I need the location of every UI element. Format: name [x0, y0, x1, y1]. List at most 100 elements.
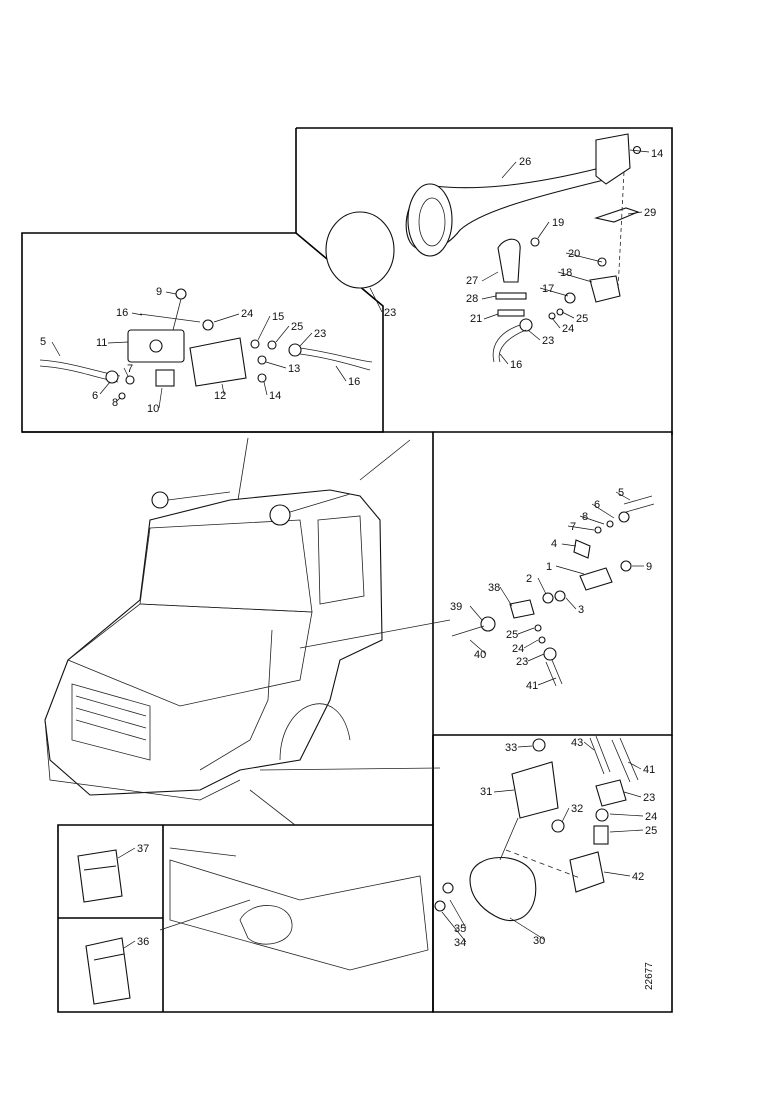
callout-label: 33	[505, 742, 517, 754]
connector-38	[509, 599, 535, 619]
sleeve-25	[593, 825, 609, 845]
callout-label: 27	[466, 275, 478, 287]
frame-rail	[169, 859, 429, 971]
callout-label: 25	[291, 321, 303, 333]
connector-42	[569, 851, 605, 893]
callout-label: 25	[506, 629, 518, 641]
callout-label: 35	[454, 923, 466, 935]
leader-line	[115, 397, 121, 403]
bolt-9	[175, 288, 187, 300]
callout-label: 40	[474, 649, 486, 661]
leader-line	[158, 387, 163, 409]
callout-label: 24	[512, 643, 524, 655]
plug-39	[480, 616, 496, 632]
nut-21	[497, 309, 525, 317]
wheel-arch	[279, 703, 351, 761]
horn-30-arm	[499, 817, 519, 861]
leader-line	[561, 543, 577, 547]
leader-line	[537, 577, 547, 595]
leader-line	[551, 317, 561, 329]
arrow-37	[169, 847, 237, 857]
callout-label: 23	[516, 656, 528, 668]
leader-line	[275, 325, 290, 343]
callout-label: 38	[488, 582, 500, 594]
nut-9	[620, 560, 632, 572]
leader-line	[591, 503, 615, 519]
electric-horn-panel	[434, 735, 639, 922]
leader-line	[165, 291, 177, 295]
bolt-33	[532, 738, 546, 752]
callout-label: 21	[470, 313, 482, 325]
panel-borders	[21, 127, 673, 1013]
callout-label: 5	[40, 336, 46, 348]
callout-label: 1	[546, 561, 552, 573]
ring-8	[606, 520, 614, 528]
leader-line	[567, 525, 595, 531]
bracket-12	[189, 337, 247, 387]
fitting-17	[564, 292, 576, 304]
side-window	[317, 515, 365, 605]
nut-23	[543, 647, 557, 661]
arrow-to-horn	[359, 439, 411, 481]
bolt-shaft-9	[172, 298, 182, 331]
leader-line	[523, 639, 539, 649]
leader-line	[537, 221, 550, 239]
ring-24	[595, 808, 609, 822]
clamp-27	[497, 238, 521, 283]
bracket-31	[511, 761, 559, 819]
nut-34	[434, 900, 446, 912]
bracket-10	[155, 369, 175, 387]
callout-label: 19	[552, 217, 564, 229]
arrow-36	[159, 899, 251, 931]
callout-label: 3	[578, 604, 584, 616]
leader-line	[213, 313, 240, 323]
callout-label: 18	[560, 267, 572, 279]
ring-15	[250, 339, 260, 349]
line-41	[611, 737, 639, 783]
leader-line	[627, 761, 642, 770]
hose-16	[492, 324, 527, 363]
callout-label: 23	[542, 335, 554, 347]
arrow-to-connector	[299, 619, 451, 649]
bracket-36	[85, 937, 131, 1005]
leader-line	[449, 899, 467, 929]
leader-line	[263, 381, 268, 396]
callout-label: 43	[571, 737, 583, 749]
leader-line	[481, 295, 497, 300]
horn-cable	[199, 629, 273, 771]
callout-label: 16	[116, 307, 128, 319]
leader-line	[629, 149, 650, 153]
ring-24-top	[202, 319, 214, 331]
ring-24	[548, 312, 556, 320]
callout-label: 37	[137, 843, 149, 855]
callout-label: 20	[568, 248, 580, 260]
callout-label: 14	[651, 148, 663, 160]
sleeve-6	[618, 511, 630, 523]
leader-line	[265, 361, 287, 369]
bracket-panel	[77, 847, 429, 1005]
callout-label: 5	[618, 487, 624, 499]
ring-25	[534, 624, 542, 632]
leader-line	[537, 677, 557, 686]
callout-label: 24	[645, 811, 657, 823]
leader-line	[107, 341, 129, 344]
leader-line	[51, 341, 61, 357]
leader-line	[499, 353, 509, 365]
leader-line	[335, 365, 347, 382]
nut-23	[595, 779, 627, 807]
callout-label: 16	[510, 359, 522, 371]
callout-label: 24	[562, 323, 574, 335]
callout-label: 15	[272, 311, 284, 323]
horn-mount-detail	[239, 905, 293, 945]
bracket-37	[77, 849, 123, 903]
callout-label: 9	[156, 286, 162, 298]
leader-line	[499, 586, 513, 607]
air-line-16	[299, 347, 373, 371]
bolt-32	[551, 819, 565, 833]
leader-line	[481, 271, 499, 282]
cable-5	[623, 495, 655, 513]
leader-line	[221, 383, 225, 395]
callout-label: 42	[632, 871, 644, 883]
callout-label: 25	[576, 313, 588, 325]
callout-label: 26	[519, 156, 531, 168]
